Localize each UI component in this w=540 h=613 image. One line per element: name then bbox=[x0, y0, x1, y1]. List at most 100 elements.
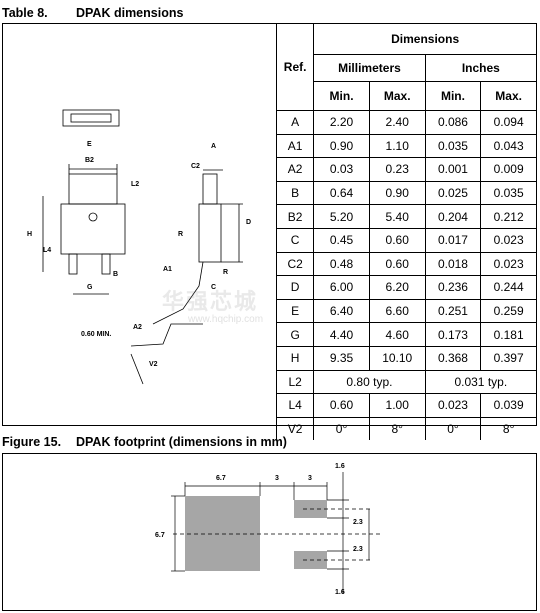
cell-in-min: 0.086 bbox=[424, 110, 482, 135]
cell-mm-min: 6.00 bbox=[313, 275, 370, 300]
cell-in-min: 0.035 bbox=[424, 133, 482, 159]
cell-ref: H bbox=[275, 345, 315, 371]
cell-mm-max: 4.60 bbox=[368, 322, 426, 347]
cell-in-min: 0.236 bbox=[424, 275, 482, 300]
header-ref: Ref. bbox=[275, 24, 315, 111]
cell-in-max: 0.259 bbox=[480, 298, 536, 324]
cell-ref: V2 bbox=[275, 416, 315, 441]
label-b: B bbox=[113, 271, 118, 278]
label-r-bottom: R bbox=[223, 269, 228, 276]
cell-in-min: 0.001 bbox=[424, 157, 482, 182]
cell-in-typ: 0.031 typ. bbox=[424, 369, 536, 395]
label-c: C bbox=[211, 284, 216, 291]
cell-mm-min: 0.60 bbox=[313, 393, 370, 418]
cell-mm-max: 10.10 bbox=[368, 345, 426, 371]
side-view-body bbox=[198, 203, 222, 263]
cell-mm-max: 0.60 bbox=[368, 251, 426, 277]
cell-mm-min: 2.20 bbox=[313, 110, 370, 135]
table-caption: DPAK dimensions bbox=[76, 6, 184, 20]
dim-pad-height: 6.7 bbox=[155, 532, 165, 539]
label-d: D bbox=[246, 219, 251, 226]
cell-in-max: 0.181 bbox=[480, 322, 536, 347]
cell-mm-max: 0.23 bbox=[368, 157, 426, 182]
cell-ref: G bbox=[275, 322, 315, 347]
cell-ref: A1 bbox=[275, 133, 315, 159]
cell-mm-min: 0° bbox=[313, 416, 370, 441]
watermark: 华强芯城 bbox=[162, 289, 259, 314]
cell-in-max: 0.397 bbox=[480, 345, 536, 371]
label-b2: B2 bbox=[85, 157, 94, 164]
header-mm-min: Min. bbox=[313, 81, 370, 111]
top-view-body bbox=[62, 109, 120, 127]
cell-in-min: 0.204 bbox=[424, 204, 482, 229]
lead-right bbox=[101, 253, 111, 275]
label-a1: A1 bbox=[163, 266, 172, 273]
mounting-hole bbox=[88, 212, 98, 222]
cell-in-min: 0.023 bbox=[424, 393, 482, 418]
dpak-mechanical-drawing: E B2 L2 H L4 B G A C2 D R A1 R C A2 0.60… bbox=[27, 109, 251, 385]
cell-in-min: 0.368 bbox=[424, 345, 482, 371]
detail-view-lead bbox=[130, 323, 203, 347]
cell-mm-min: 0.64 bbox=[313, 180, 370, 206]
cell-in-max: 0.043 bbox=[480, 133, 536, 159]
cell-ref: A2 bbox=[275, 157, 315, 182]
header-mm-max: Max. bbox=[368, 81, 426, 111]
cell-in-min: 0.025 bbox=[424, 180, 482, 206]
label-r-top: R bbox=[178, 231, 183, 238]
footprint-drawing: 6.7 3 3 1.6 2.3 2.3 6.7 1.6 bbox=[155, 463, 383, 596]
cell-ref: C2 bbox=[275, 251, 315, 277]
cell-in-max: 0.212 bbox=[480, 204, 536, 229]
front-view-body bbox=[60, 203, 126, 255]
dim-pin-length: 3 bbox=[308, 475, 312, 482]
table-8-frame: E B2 L2 H L4 B G A C2 D R A1 R C A2 0.60… bbox=[2, 23, 537, 441]
cell-mm-typ: 0.80 typ. bbox=[313, 369, 426, 395]
cell-mm-min: 9.35 bbox=[313, 345, 370, 371]
dimensions-table: Ref. Dimensions Millimeters Inches Min. … bbox=[275, 24, 536, 441]
label-a2: A2 bbox=[133, 324, 142, 331]
dim-pin-pitch-2: 2.3 bbox=[353, 546, 363, 553]
cell-in-min: 0.251 bbox=[424, 298, 482, 324]
cell-in-max: 0.244 bbox=[480, 275, 536, 300]
table-title: Table 8.DPAK dimensions bbox=[2, 6, 183, 20]
cell-mm-min: 0.45 bbox=[313, 227, 370, 253]
watermark-url: www.hqchip.com bbox=[188, 314, 264, 325]
label-a: A bbox=[211, 143, 216, 150]
cell-mm-min: 5.20 bbox=[313, 204, 370, 229]
cell-mm-max: 1.10 bbox=[368, 133, 426, 159]
side-view-lead bbox=[152, 261, 204, 325]
cell-ref: E bbox=[275, 298, 315, 324]
cell-ref: L2 bbox=[275, 369, 315, 395]
cell-mm-max: 6.20 bbox=[368, 275, 426, 300]
cell-in-max: 0.035 bbox=[480, 180, 536, 206]
footprint-main-pad bbox=[185, 496, 260, 571]
header-millimeters: Millimeters bbox=[313, 54, 426, 82]
cell-mm-min: 0.90 bbox=[313, 133, 370, 159]
label-g: G bbox=[87, 284, 93, 291]
cell-in-min: 0° bbox=[424, 416, 482, 441]
label-l4: L4 bbox=[43, 247, 51, 254]
cell-mm-max: 8° bbox=[368, 416, 426, 441]
cell-in-max: 0.094 bbox=[480, 110, 536, 135]
cell-in-min: 0.173 bbox=[424, 322, 482, 347]
cell-in-min: 0.017 bbox=[424, 227, 482, 253]
dim-pin-width-top: 1.6 bbox=[335, 463, 345, 470]
top-view-tab bbox=[70, 113, 112, 123]
cell-in-max: 8° bbox=[480, 416, 536, 441]
dim-pad-width: 6.7 bbox=[216, 475, 226, 482]
label-e: E bbox=[87, 141, 92, 148]
cell-ref: B2 bbox=[275, 204, 315, 229]
header-inches: Inches bbox=[424, 54, 536, 82]
label-v2: V2 bbox=[149, 361, 158, 368]
cell-ref: A bbox=[275, 110, 315, 135]
cell-in-max: 0.023 bbox=[480, 227, 536, 253]
cell-mm-min: 0.03 bbox=[313, 157, 370, 182]
header-dimensions: Dimensions bbox=[313, 24, 536, 55]
